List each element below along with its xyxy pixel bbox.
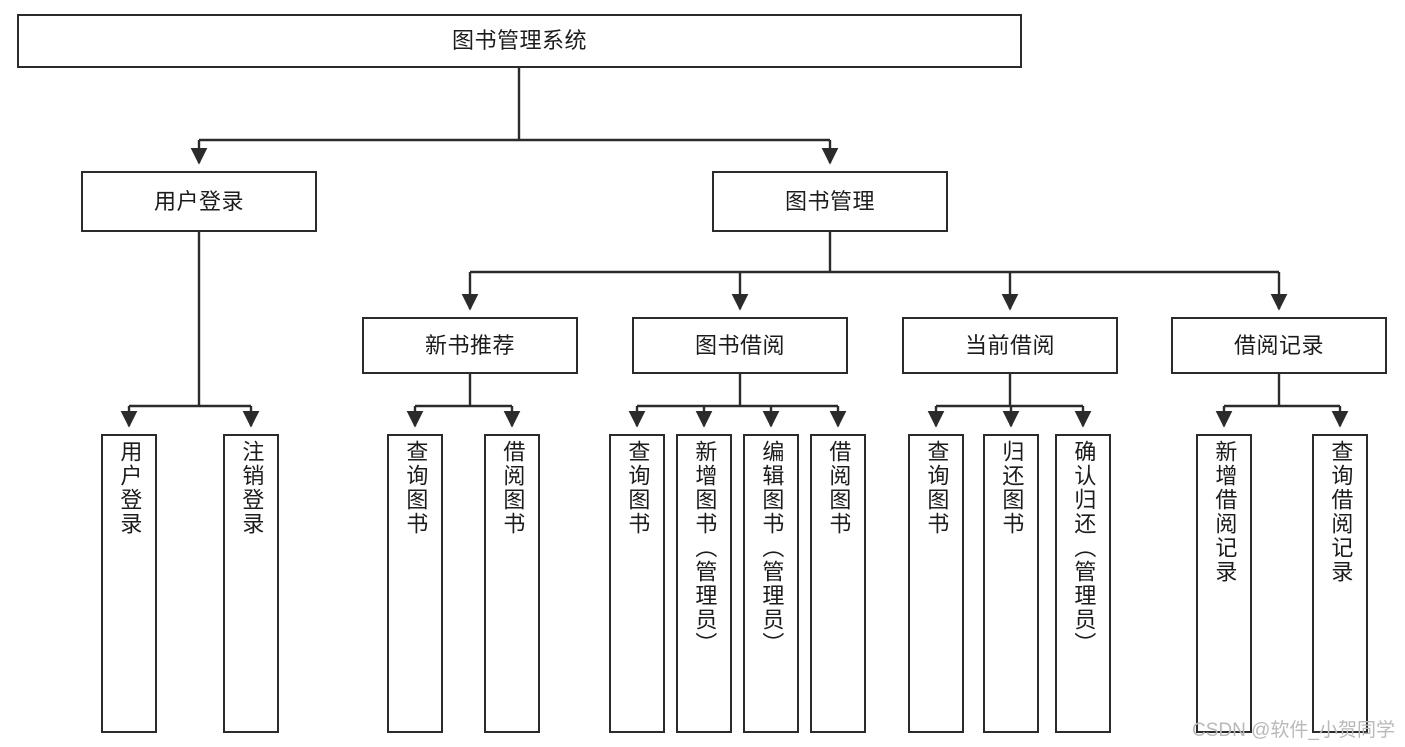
- node-leaf-query-book-3-label: 查询图书: [924, 440, 950, 536]
- node-leaf-logout[interactable]: 注销登录: [223, 434, 279, 733]
- node-leaf-user-login-label: 用户登录: [117, 440, 143, 536]
- node-leaf-add-record[interactable]: 新增借阅记录: [1196, 434, 1252, 733]
- edge-group-user-login: [120, 232, 260, 428]
- node-leaf-add-book-label: 新增图书（管理员）: [692, 440, 718, 656]
- node-leaf-query-book-3[interactable]: 查询图书: [908, 434, 964, 733]
- node-current-borrow-label: 当前借阅: [964, 332, 1055, 358]
- node-leaf-query-record[interactable]: 查询借阅记录: [1312, 434, 1368, 733]
- node-leaf-add-record-label: 新增借阅记录: [1212, 440, 1238, 584]
- node-leaf-return-book-label: 归还图书: [999, 440, 1025, 536]
- edge-group-borrow-record: [1215, 374, 1349, 428]
- node-leaf-query-book-1[interactable]: 查询图书: [387, 434, 443, 733]
- node-leaf-query-book-1-label: 查询图书: [403, 440, 429, 536]
- node-leaf-borrow-book-2[interactable]: 借阅图书: [810, 434, 866, 733]
- node-leaf-return-book[interactable]: 归还图书: [983, 434, 1039, 733]
- node-leaf-query-book-2[interactable]: 查询图书: [609, 434, 665, 733]
- edge-group-book-manage: [461, 232, 1288, 311]
- node-leaf-confirm-return-label: 确认归还（管理员）: [1071, 440, 1097, 656]
- node-root-label: 图书管理系统: [451, 28, 587, 53]
- node-leaf-edit-book[interactable]: 编辑图书（管理员）: [743, 434, 799, 733]
- edge-group-root: [190, 68, 839, 165]
- node-book-manage[interactable]: 图书管理: [712, 171, 948, 232]
- node-root[interactable]: 图书管理系统: [17, 14, 1022, 68]
- node-new-book-recommend-label: 新书推荐: [424, 332, 515, 358]
- node-book-borrow[interactable]: 图书借阅: [632, 317, 848, 374]
- node-user-login-label: 用户登录: [153, 188, 244, 214]
- node-borrow-record-label: 借阅记录: [1233, 332, 1324, 358]
- edge-group-current-borrow: [927, 374, 1092, 428]
- node-borrow-record[interactable]: 借阅记录: [1171, 317, 1387, 374]
- node-leaf-logout-label: 注销登录: [239, 440, 265, 536]
- node-leaf-borrow-book-1[interactable]: 借阅图书: [484, 434, 540, 733]
- node-leaf-borrow-book-2-label: 借阅图书: [826, 440, 852, 536]
- edge-group-book-borrow: [628, 374, 847, 428]
- node-leaf-add-book[interactable]: 新增图书（管理员）: [676, 434, 732, 733]
- node-leaf-user-login[interactable]: 用户登录: [101, 434, 157, 733]
- node-leaf-borrow-book-1-label: 借阅图书: [500, 440, 526, 536]
- node-leaf-query-book-2-label: 查询图书: [625, 440, 651, 536]
- node-leaf-edit-book-label: 编辑图书（管理员）: [759, 440, 785, 656]
- edge-group-new-book-recommend: [406, 374, 521, 428]
- node-leaf-confirm-return[interactable]: 确认归还（管理员）: [1055, 434, 1111, 733]
- node-user-login[interactable]: 用户登录: [81, 171, 317, 232]
- node-book-borrow-label: 图书借阅: [694, 332, 785, 358]
- node-current-borrow[interactable]: 当前借阅: [902, 317, 1118, 374]
- node-new-book-recommend[interactable]: 新书推荐: [362, 317, 578, 374]
- node-leaf-query-record-label: 查询借阅记录: [1328, 440, 1354, 584]
- node-book-manage-label: 图书管理: [784, 188, 875, 214]
